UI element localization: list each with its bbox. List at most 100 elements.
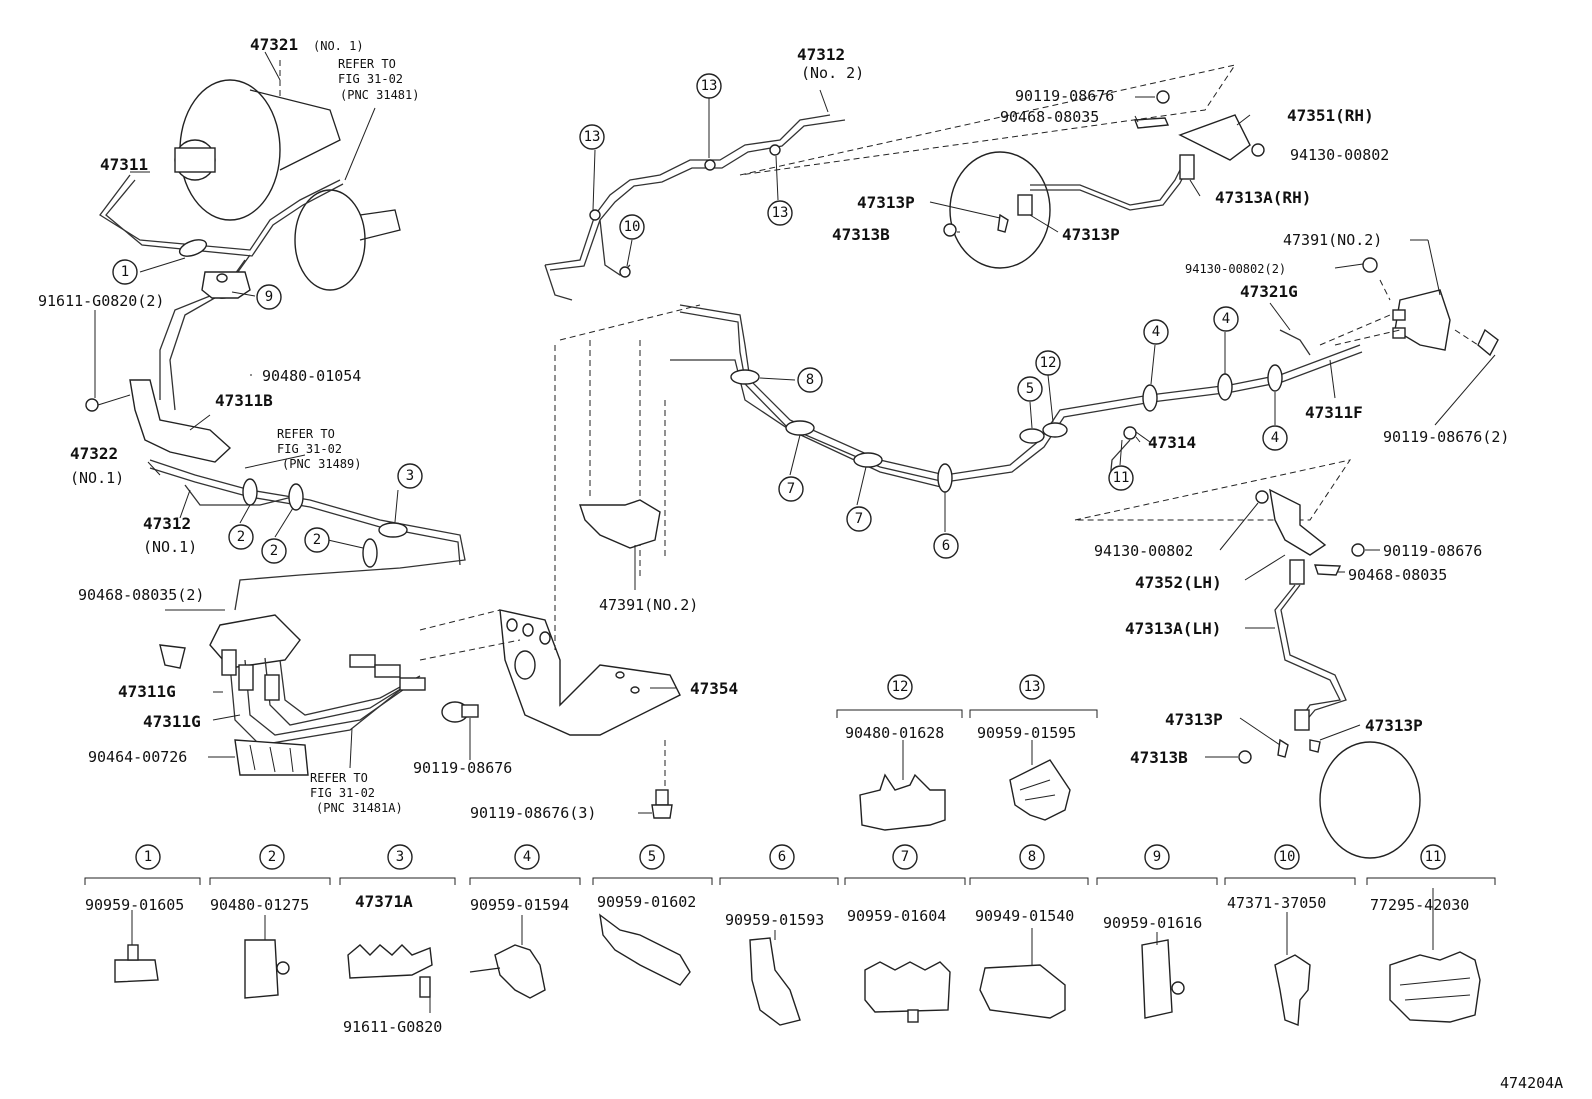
clip-90468: [159, 644, 186, 669]
svg-text:8: 8: [1028, 849, 1036, 865]
label-47313p-c: 47313P: [1165, 710, 1223, 729]
clamp-47391-center: [579, 499, 661, 549]
refer-a-2: FIG 31-02: [338, 72, 403, 86]
svg-text:90959-01616: 90959-01616: [1103, 914, 1202, 932]
legend-item-3: 3 47371A: [355, 844, 413, 911]
bolt-90119: [441, 701, 479, 723]
svg-text:3: 3: [406, 468, 414, 484]
callout-10: 10: [619, 214, 645, 240]
diagram-labels: 47321 (NO. 1) REFER TO FIG 31-02 (PNC 31…: [38, 35, 1509, 822]
callout-5: 5: [1017, 376, 1043, 402]
callout-2a: 2: [228, 524, 254, 550]
label-47313a-lh: 47313A(LH): [1125, 619, 1221, 638]
svg-text:3: 3: [396, 849, 404, 865]
label-47311g-a: 47311G: [118, 682, 176, 701]
svg-text:1: 1: [121, 264, 129, 280]
callout-6: 6: [933, 533, 959, 559]
label-90464-00726: 90464-00726: [88, 748, 187, 766]
bolt-90119-3: [651, 789, 673, 819]
callout-13a: 13: [579, 124, 605, 150]
label-47321g: 47321G: [1240, 282, 1298, 301]
legend-12-part: 90480-01628: [845, 724, 944, 742]
refer-b-3: (PNC 31489): [282, 457, 361, 471]
label-47321-suffix: (NO. 1): [313, 39, 364, 53]
svg-text:9: 9: [265, 289, 273, 305]
svg-text:9: 9: [1153, 849, 1161, 865]
callout-7a: 7: [778, 476, 804, 502]
svg-text:10: 10: [624, 219, 641, 235]
label-47313p-d: 47313P: [1365, 716, 1423, 735]
right-clamp-group: [1279, 257, 1499, 357]
svg-text:90959-01593: 90959-01593: [725, 911, 824, 929]
callout-13c: 13: [767, 200, 793, 226]
bracket-47354: [499, 609, 681, 736]
callout-13b: 13: [696, 73, 722, 99]
callout-2c: 2: [304, 527, 330, 553]
svg-text:90959-01605: 90959-01605: [85, 896, 184, 914]
small-legend-12-13: 12 90480-01628 13 90959-01595: [845, 674, 1076, 742]
part-12-drawing: [859, 773, 946, 831]
svg-text:8: 8: [806, 372, 814, 388]
rh-bracket-group: [739, 64, 1265, 269]
refer-a-1: REFER TO: [338, 57, 396, 71]
legend-item-8: 8 90949-01540: [975, 844, 1074, 925]
refer-b-1: REFER TO: [277, 427, 335, 441]
label-91611-g0820: 91611-G0820: [343, 1018, 442, 1036]
svg-text:2: 2: [237, 529, 245, 545]
svg-text:5: 5: [648, 849, 656, 865]
label-94130-00802-rh: 94130-00802: [1290, 146, 1389, 164]
label-94130-00802-lh: 94130-00802: [1094, 542, 1193, 560]
svg-text:7: 7: [901, 849, 909, 865]
grommet-part: [201, 271, 251, 299]
lower-left-pipes: [149, 459, 466, 611]
diagram-callouts: 1 9 3 2 2 2 13 13 13 10 8 7 7 6 5 12 4 4…: [112, 73, 1288, 564]
svg-text:13: 13: [1024, 679, 1041, 695]
svg-text:2: 2: [313, 532, 321, 548]
figure-id: 474204A: [1500, 1074, 1563, 1092]
label-47312-no1-suffix: (NO.1): [143, 538, 197, 556]
callout-9: 9: [256, 284, 282, 310]
svg-text:90949-01540: 90949-01540: [975, 907, 1074, 925]
svg-text:90959-01594: 90959-01594: [470, 896, 569, 914]
legend-13: 13: [1019, 674, 1045, 700]
svg-text:90959-01604: 90959-01604: [847, 907, 946, 925]
label-90468-08035-lh: 90468-08035: [1348, 566, 1447, 584]
label-47354: 47354: [690, 679, 738, 698]
svg-text:4: 4: [523, 849, 531, 865]
label-47311f: 47311F: [1305, 403, 1363, 422]
label-47313p-b: 47313P: [1062, 225, 1120, 244]
label-47321: 47321: [250, 35, 298, 54]
svg-text:7: 7: [787, 481, 795, 497]
label-90119-08676-rh: 90119-08676: [1015, 87, 1114, 105]
callout-11: 11: [1108, 465, 1134, 491]
pipe-47312-no2: [544, 114, 846, 301]
callout-4c: 4: [1262, 425, 1288, 451]
clip-90464: [234, 739, 309, 776]
label-47352-lh: 47352(LH): [1135, 573, 1222, 592]
lh-bracket-group: [1074, 459, 1421, 859]
svg-text:90959-01602: 90959-01602: [597, 893, 696, 911]
callout-12: 12: [1035, 350, 1061, 376]
refer-a-3: (PNC 31481): [340, 88, 419, 102]
svg-text:13: 13: [772, 205, 789, 221]
label-90119-08676-2: 90119-08676(2): [1383, 428, 1509, 446]
svg-text:47371A: 47371A: [355, 892, 413, 911]
svg-text:7: 7: [855, 511, 863, 527]
part-13-drawing: [1009, 759, 1071, 821]
svg-text:77295-42030: 77295-42030: [1370, 896, 1469, 914]
label-47311b: 47311B: [215, 391, 273, 410]
master-cylinder-assembly: [174, 60, 401, 291]
label-47391-no2-b: 47391(NO.2): [1283, 231, 1382, 249]
refer-c-1: REFER TO: [310, 771, 368, 785]
label-47322: 47322: [70, 444, 118, 463]
label-47312-no2-suffix: (No. 2): [801, 64, 864, 82]
label-47391-no2-a: 47391(NO.2): [599, 596, 698, 614]
legend-item-9: 9 90959-01616: [1103, 844, 1202, 932]
svg-text:5: 5: [1026, 381, 1034, 397]
callout-7b: 7: [846, 506, 872, 532]
label-47314: 47314: [1148, 433, 1196, 452]
